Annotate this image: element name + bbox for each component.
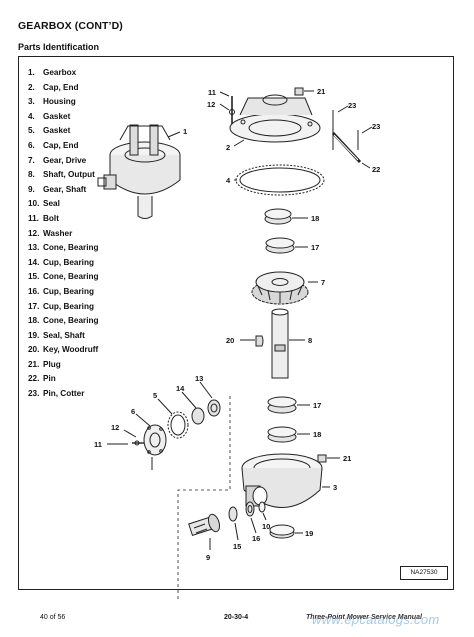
figure-code: NA27530: [400, 566, 448, 580]
gearbox-assembly-drawing: [97, 124, 181, 219]
end-cap-top-drawing: [229, 94, 321, 143]
callout-18-upper: 18: [311, 214, 319, 223]
list-item: 11.Bolt: [28, 213, 59, 223]
list-item: 19.Seal, Shaft: [28, 330, 85, 340]
callout-15: 15: [233, 542, 241, 551]
plug-lower-drawing: [317, 454, 327, 463]
list-item: 16.Cup, Bearing: [28, 286, 94, 296]
list-item: 13.Cone, Bearing: [28, 243, 99, 253]
watermark: www.epcatalogs.com: [312, 612, 440, 627]
callout-22: 22: [372, 165, 380, 174]
list-item: 5.Gasket: [28, 126, 71, 136]
list-item: 23.Pin, Cotter: [28, 389, 85, 399]
washer-side-drawing: [134, 440, 140, 446]
callout-11-top: 11: [208, 88, 216, 97]
seal-drawing: [258, 501, 266, 513]
shaft-gear-drawing: [188, 513, 221, 537]
callout-8: 8: [308, 336, 312, 345]
cup-bearing-side-drawing: [191, 407, 205, 425]
list-item: 6.Cap, End: [28, 140, 79, 150]
callout-1: 1: [183, 127, 187, 136]
section-subtitle: Parts Identification: [18, 42, 100, 52]
callout-12-top: 12: [207, 100, 215, 109]
callout-17-upper: 17: [311, 243, 319, 252]
housing-drawing: [241, 453, 323, 508]
callout-23-left: 23: [348, 101, 356, 110]
callout-17-lower: 17: [313, 401, 321, 410]
list-item: 12.Washer: [28, 228, 73, 238]
list-item: 7.Gear, Drive: [28, 155, 87, 165]
list-item: 2.Cap, End: [28, 82, 79, 92]
callout-21-lower: 21: [343, 454, 351, 463]
gasket-top-drawing: [235, 164, 325, 196]
callout-7: 7: [321, 278, 325, 287]
callout-2: 2: [226, 143, 230, 152]
list-item: 10.Seal: [28, 199, 60, 209]
woodruff-key-drawing: [255, 335, 264, 347]
callout-16: 16: [252, 534, 260, 543]
manual-title: Three-Point Mower Service Manual: [306, 614, 422, 621]
callout-12-side: 12: [111, 423, 119, 432]
callout-11-side: 11: [94, 440, 102, 449]
list-item: 14.Cup, Bearing: [28, 257, 94, 267]
list-item: 15.Cone, Bearing: [28, 272, 99, 282]
callout-13: 13: [195, 374, 203, 383]
callout-18-lower: 18: [313, 430, 321, 439]
page-number: 40 of 56: [40, 614, 66, 621]
list-item: 22.Pin: [28, 374, 56, 384]
assembly-guide-line: [177, 396, 231, 600]
callout-14: 14: [176, 384, 185, 393]
callout-4: 4: [226, 176, 231, 185]
callout-23-right: 23: [372, 122, 380, 131]
list-item: 18.Cone, Bearing: [28, 316, 99, 326]
section-number: 20-30-4: [224, 614, 249, 621]
callout-20: 20: [226, 336, 234, 345]
list-item: 17.Cup, Bearing: [28, 301, 94, 311]
list-item: 9.Gear, Shaft: [28, 184, 87, 194]
list-item: 1.Gearbox: [28, 68, 77, 77]
list-item: 21.Plug: [28, 359, 61, 369]
callout-5: 5: [153, 391, 157, 400]
parts-list: 1.Gearbox 2.Cap, End 3.Housing 4.Gasket …: [28, 66, 99, 402]
end-cap-side-drawing: [143, 424, 167, 456]
list-item: 3.Housing: [28, 97, 76, 107]
diagram-frame: [18, 56, 454, 590]
page-title: GEARBOX (CONT’D): [18, 20, 123, 32]
plug-top-drawing: [294, 87, 304, 96]
list-item: 20.Key, Woodruff: [28, 345, 99, 355]
callout-6: 6: [131, 407, 135, 416]
gasket-side-drawing: [167, 411, 189, 439]
list-item: 8.Shaft, Output: [28, 170, 95, 180]
list-item: 4.Gasket: [28, 111, 71, 121]
callout-21-top: 21: [317, 87, 325, 96]
callout-3: 3: [333, 483, 337, 492]
cup-bearing-lower-side-drawing: [245, 501, 255, 517]
washer-top-drawing: [229, 109, 235, 115]
drive-gear-drawing: [251, 271, 309, 305]
callout-19: 19: [305, 529, 313, 538]
cone-bearing-side-drawing: [207, 399, 221, 417]
cone-bearing-lower-side-drawing: [228, 506, 238, 522]
callout-10: 10: [262, 522, 270, 531]
callout-9: 9: [206, 553, 210, 562]
callout-labels: 1 2 3 4 5 6 7 8 9 10 11 11 12 12 13 14 1…: [94, 87, 380, 562]
output-shaft-drawing: [271, 308, 289, 379]
